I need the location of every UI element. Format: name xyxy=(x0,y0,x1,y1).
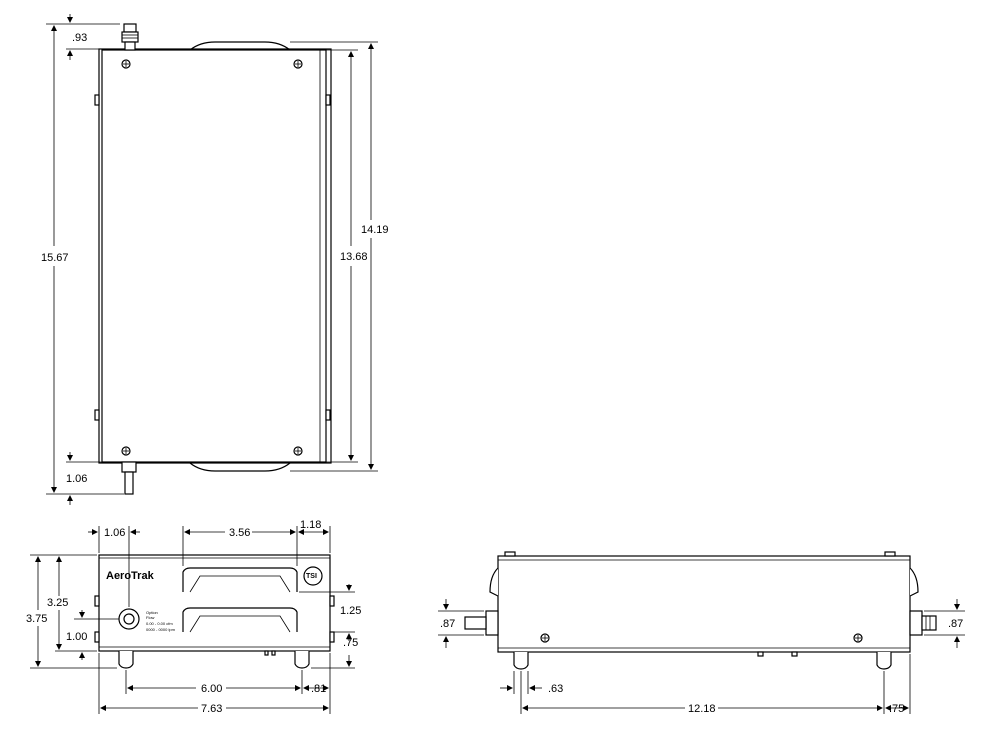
dim-foot-right-offset: .81 xyxy=(311,683,326,695)
spec-label: Option Flow 0.00 - 0.00 cfm 0000 - 0000 … xyxy=(146,610,176,632)
front-view: AeroTrak TSI Option Flow 0.00 - 0.00 cfm… xyxy=(26,519,361,715)
inlet-port-icon xyxy=(118,608,140,630)
side-view: .87 .87 .63 12.18 .75 xyxy=(438,551,965,715)
outlet-tube-icon xyxy=(121,461,137,495)
screw-icon xyxy=(293,59,303,69)
handle-icon xyxy=(182,607,298,633)
svg-text:Option: Option xyxy=(146,610,158,615)
foot-icon xyxy=(294,651,310,669)
top-body xyxy=(101,49,327,463)
svg-text:0.00 - 0.00 cfm: 0.00 - 0.00 cfm xyxy=(146,621,173,626)
foot-icon xyxy=(513,652,529,670)
end-handle-icon xyxy=(489,567,499,597)
top-view: 15.67 .93 1.06 13.68 14.19 xyxy=(41,14,389,505)
dim-foot-height: .75 xyxy=(343,637,358,649)
dim-side-feet-spacing: 12.18 xyxy=(688,703,716,715)
dim-top-offset: .93 xyxy=(72,32,87,44)
dim-bottom-offset: 1.06 xyxy=(66,473,87,485)
right-fitting-icon xyxy=(909,610,937,636)
dim-left-fitting-height: .87 xyxy=(440,618,455,630)
dim-right-fitting-height: .87 xyxy=(948,618,963,630)
svg-text:Flow: Flow xyxy=(146,615,155,620)
latch xyxy=(325,409,331,421)
dim-handle-right-offset: 1.18 xyxy=(300,519,321,531)
brand-logo: AeroTrak xyxy=(106,570,155,582)
dim-overall-height: 15.67 xyxy=(41,252,69,264)
svg-text:0000 - 0000 lpm: 0000 - 0000 lpm xyxy=(146,627,176,632)
foot-icon xyxy=(876,652,892,670)
inlet-fitting-icon xyxy=(121,23,139,51)
dim-foot-offset: .63 xyxy=(548,683,563,695)
dim-front-overall-height: 3.75 xyxy=(26,613,47,625)
dim-handle-height: 1.25 xyxy=(340,605,361,617)
foot-icon xyxy=(118,651,134,669)
screw-icon xyxy=(121,59,131,69)
dim-side-foot-right-offset: .75 xyxy=(889,703,904,715)
side-body xyxy=(497,555,911,653)
svg-text:TSI: TSI xyxy=(306,573,317,580)
screw-icon xyxy=(121,446,131,456)
screw-icon xyxy=(540,633,550,643)
dim-overall-width: 7.63 xyxy=(201,703,222,715)
latch xyxy=(325,94,331,106)
dim-inlet-height: 1.00 xyxy=(66,631,87,643)
latch xyxy=(94,94,100,106)
dim-outer-height: 14.19 xyxy=(361,224,389,236)
screw-icon xyxy=(853,633,863,643)
handle-icon xyxy=(182,567,298,593)
latch xyxy=(94,409,100,421)
left-fitting-icon xyxy=(464,610,499,636)
screw-icon xyxy=(293,446,303,456)
dim-inner-height: 13.68 xyxy=(340,251,368,263)
top-handle-bottom xyxy=(189,462,291,472)
dim-feet-spacing: 6.00 xyxy=(201,683,222,695)
top-handle-top xyxy=(189,41,291,51)
dim-handle-width: 3.56 xyxy=(229,527,250,539)
end-handle-icon xyxy=(909,567,919,597)
dim-body-height: 3.25 xyxy=(47,597,68,609)
tsi-badge-icon: TSI xyxy=(303,566,323,586)
dim-inlet-offset: 1.06 xyxy=(104,527,125,539)
